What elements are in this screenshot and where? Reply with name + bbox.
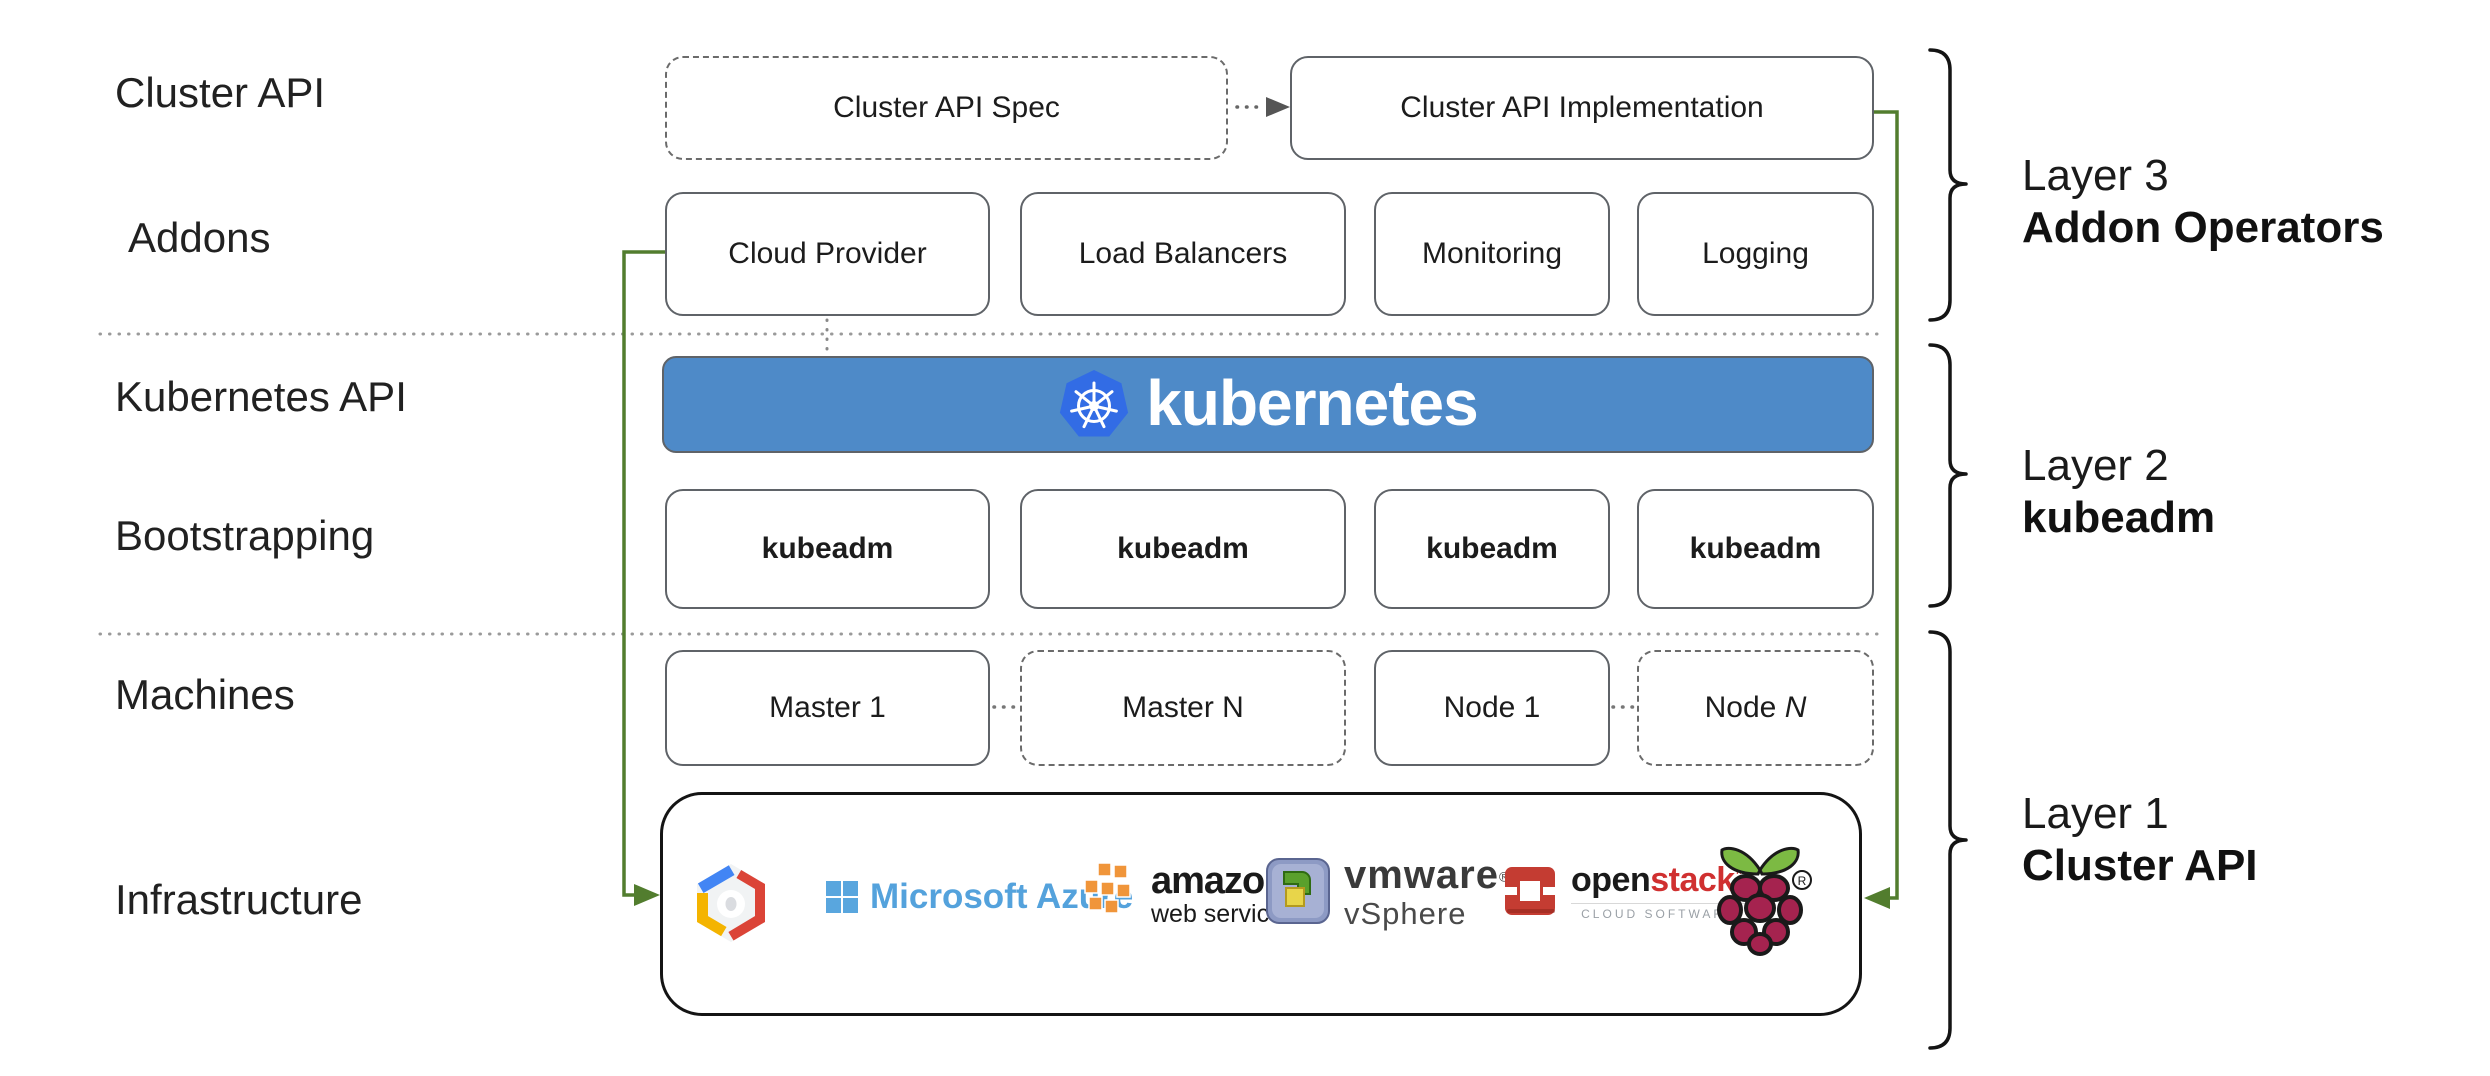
left-green-arrowhead: [634, 884, 660, 906]
machine-label: Node N: [1704, 691, 1807, 724]
machine-label: Node 1: [1443, 691, 1541, 724]
layer1-subtitle: Cluster API: [2022, 841, 2258, 890]
right-green-arrowhead: [1864, 887, 1890, 909]
kubeadm-box-1: kubeadm: [665, 489, 990, 609]
vsphere-word: vSphere: [1344, 896, 1467, 931]
cluster-api-spec-label: Cluster API Spec: [833, 91, 1060, 124]
openstack-word-stack: stack: [1650, 861, 1735, 899]
kubeadm-label: kubeadm: [1426, 532, 1558, 565]
machine-box-node-1: Node 1: [1374, 650, 1610, 766]
openstack-subtitle: CLOUD SOFTWARE: [1571, 903, 1747, 920]
kubeadm-box-3: kubeadm: [1374, 489, 1610, 609]
aws-logo: amazon web services: [1083, 862, 1296, 927]
layer2-subtitle: kubeadm: [2022, 493, 2216, 542]
implementation-to-infrastructure-arrow: [1874, 110, 1899, 900]
rpi-registered-mark: R: [1792, 870, 1812, 890]
addon-label: Logging: [1702, 237, 1809, 270]
row-label-bootstrapping: Bootstrapping: [115, 512, 375, 559]
kubeadm-box-2: kubeadm: [1020, 489, 1346, 609]
addon-box-logging: Logging: [1637, 192, 1874, 316]
row-label-cluster-api: Cluster API: [115, 69, 326, 116]
layer3-brace: [1928, 48, 1968, 322]
kubeadm-box-4: kubeadm: [1637, 489, 1874, 609]
svg-text:R: R: [1798, 874, 1807, 888]
kubernetes-banner: kubernetes: [662, 356, 1874, 453]
addon-box-monitoring: Monitoring: [1374, 192, 1610, 316]
cluster-api-implementation-box: Cluster API Implementation: [1290, 56, 1874, 160]
addon-box-cloud-provider: Cloud Provider: [665, 192, 990, 316]
kubeadm-label: kubeadm: [761, 532, 894, 565]
layer3-title: Layer 3: [2022, 151, 2169, 200]
cluster-api-spec-box: Cluster API Spec: [665, 56, 1228, 160]
openstack-cube-icon: [1503, 865, 1559, 919]
kubernetes-wordmark: kubernetes: [1146, 366, 1478, 439]
vmware-word: vmware: [1344, 853, 1499, 897]
kubeadm-label: kubeadm: [1689, 532, 1822, 565]
cluster-api-implementation-label: Cluster API Implementation: [1400, 91, 1764, 124]
row-label-addons: Addons: [128, 214, 271, 261]
google-cloud-hexagon-icon: [692, 860, 770, 946]
aws-cubes-icon: [1083, 862, 1141, 927]
vmware-vsphere-icon: [1266, 858, 1330, 926]
aws-word: amazon: [1151, 860, 1287, 902]
raspberry-pi-icon: R: [1716, 836, 1812, 958]
kubeadm-label: kubeadm: [1117, 532, 1249, 565]
addon-box-load-balancers: Load Balancers: [1020, 192, 1346, 316]
layer2-brace: [1928, 343, 1968, 608]
vmware-vsphere-logo: vmware® vSphere: [1266, 855, 1509, 929]
kubernetes-wheel-icon: [1058, 368, 1130, 442]
machine-label: Master N: [1122, 691, 1244, 724]
machine-box-master-n: Master N: [1020, 650, 1346, 766]
cloud-provider-to-infrastructure-arrow: [622, 250, 665, 897]
machine-box-master-1: Master 1: [665, 650, 990, 766]
windows-flag-icon: [826, 881, 858, 913]
layer2-title: Layer 2: [2022, 441, 2169, 490]
spec-to-impl-arrowhead: [1266, 97, 1290, 117]
vmware-registered-mark: ®: [1498, 868, 1510, 885]
addon-label: Monitoring: [1421, 237, 1563, 270]
openstack-tm-mark: ™: [1734, 867, 1747, 882]
addon-label: Load Balancers: [1078, 237, 1288, 270]
layer3-subtitle: Addon Operators: [2022, 203, 2384, 252]
layer1-brace: [1928, 630, 1968, 1050]
row-label-kubernetes-api: Kubernetes API: [115, 373, 407, 420]
openstack-word-open: open: [1571, 861, 1651, 899]
infrastructure-box: [660, 792, 1862, 1016]
machine-label: Master 1: [769, 691, 886, 724]
machine-box-node-n: Node N: [1637, 650, 1874, 766]
addon-label: Cloud Provider: [728, 237, 927, 270]
row-label-infrastructure: Infrastructure: [115, 876, 363, 923]
row-label-machines: Machines: [115, 671, 295, 718]
openstack-logo: openstack™ CLOUD SOFTWARE: [1503, 861, 1747, 920]
layer1-title: Layer 1: [2022, 789, 2169, 838]
